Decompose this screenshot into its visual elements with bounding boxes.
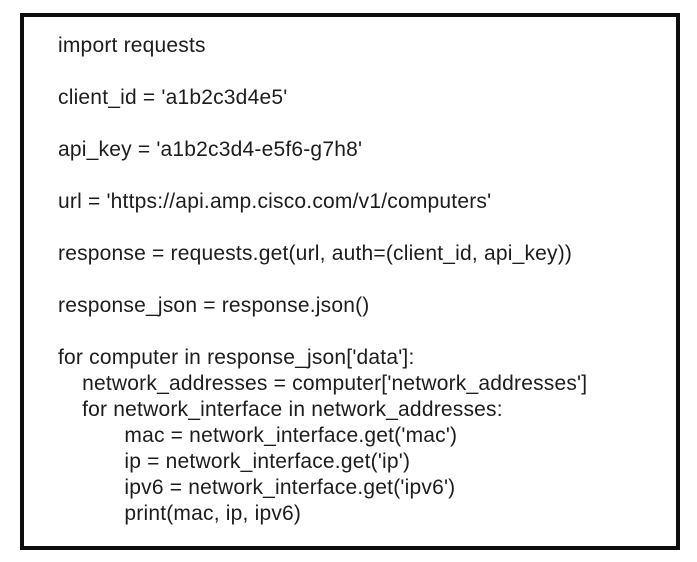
code-panel: import requests client_id = 'a1b2c3d4e5'… bbox=[20, 13, 680, 550]
code-block: import requests client_id = 'a1b2c3d4e5'… bbox=[58, 34, 588, 525]
